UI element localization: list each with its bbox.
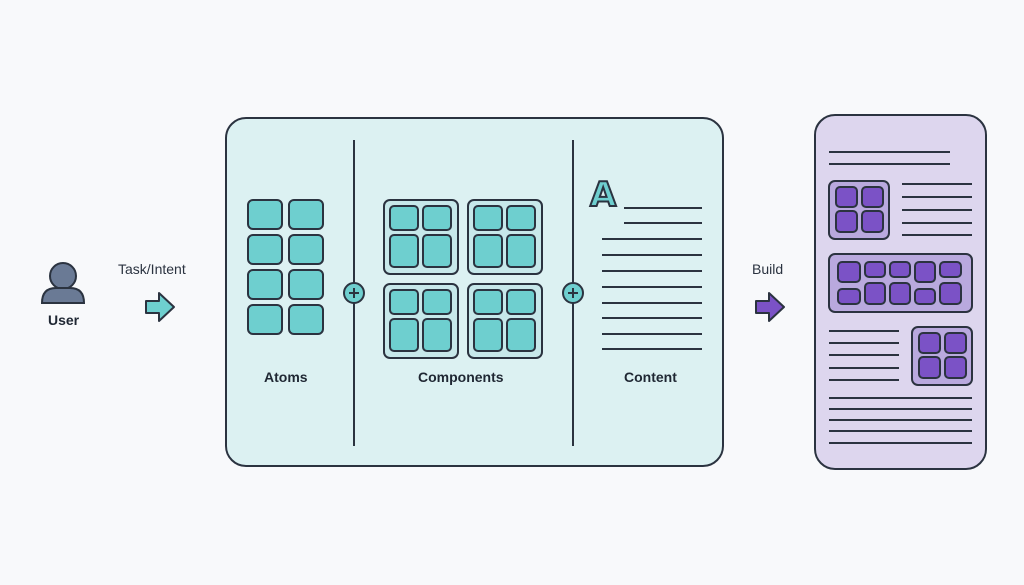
output-tile [911,326,973,386]
plus-circle-icon [343,282,365,304]
user-label: User [48,312,80,328]
atoms-label: Atoms [264,369,308,385]
component-tile [467,199,543,275]
components-label: Components [418,369,504,385]
output-tile [828,180,890,240]
content-letter-icon: A [589,175,617,215]
content-label: Content [624,369,677,385]
build-label: Build [752,261,784,277]
build-arrow-icon [755,292,785,322]
component-tile [383,283,459,359]
component-tile [467,283,543,359]
content-lines [602,207,702,350]
task-intent-label: Task/Intent [118,261,186,277]
task-arrow-icon [145,292,175,322]
output-tile [828,253,973,313]
user-icon [40,262,86,304]
atoms-grid [247,199,324,335]
components-grid [383,199,543,359]
output-page-lines [829,151,972,444]
plus-circle-icon [562,282,584,304]
component-tile [383,199,459,275]
